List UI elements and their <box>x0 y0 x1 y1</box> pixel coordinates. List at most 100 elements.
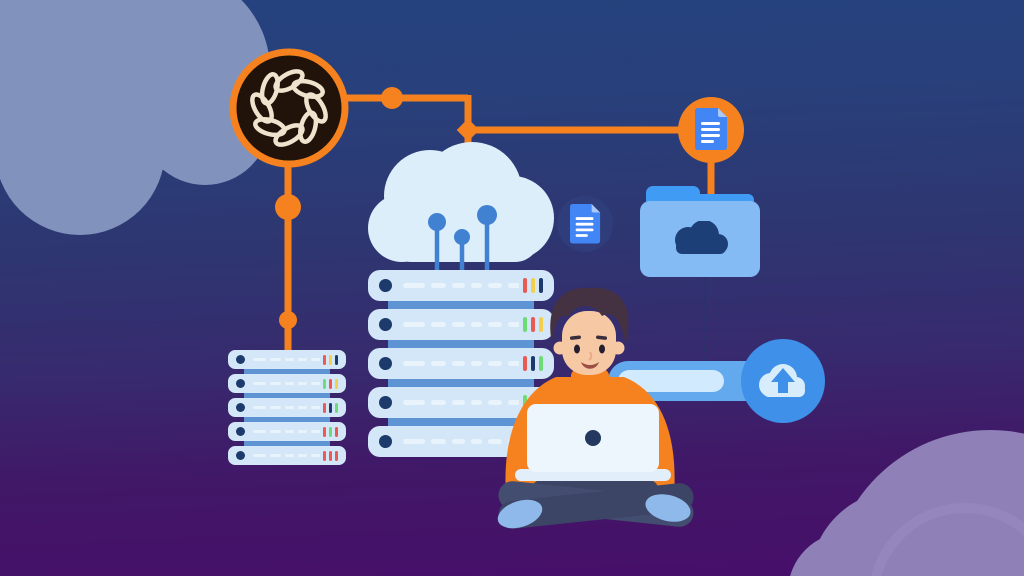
status-led-yellow <box>335 378 338 389</box>
purple-cloud-icon <box>790 430 1024 576</box>
drive-slot <box>253 429 266 434</box>
server-unit <box>228 374 346 393</box>
drive-slot <box>298 381 307 386</box>
person-eyebrows <box>569 335 608 340</box>
drive-slot <box>253 357 266 362</box>
drive-slot <box>403 361 425 366</box>
status-led-red <box>335 450 338 461</box>
person-shoe <box>645 494 691 522</box>
person-face <box>562 311 616 375</box>
drive-slot <box>253 453 266 458</box>
drive-slot <box>452 439 465 444</box>
gray-cloud-icon <box>0 0 270 235</box>
drive-slot <box>431 283 446 288</box>
drive-slot <box>471 322 482 327</box>
drive-slot <box>270 381 281 386</box>
status-led-red <box>523 278 527 293</box>
power-led <box>236 379 245 388</box>
drive-slot <box>452 400 465 405</box>
upload-button[interactable] <box>741 339 825 423</box>
drive-slots <box>403 322 519 327</box>
status-led-yellow <box>539 317 543 332</box>
drive-slot <box>311 429 320 434</box>
node-circle <box>381 87 403 109</box>
server-unit <box>228 446 346 465</box>
drive-slot <box>311 357 320 362</box>
drive-slot <box>298 429 307 434</box>
server-rack-main <box>368 270 554 457</box>
status-led-red <box>323 354 326 365</box>
drive-slot <box>431 400 446 405</box>
power-led <box>379 435 392 448</box>
drive-slot <box>285 381 294 386</box>
status-led-green <box>539 356 543 371</box>
status-led-navy <box>539 278 543 293</box>
status-led-navy <box>531 356 535 371</box>
node-circle <box>275 194 301 220</box>
drive-slot <box>488 400 502 405</box>
status-led-red <box>323 450 326 461</box>
power-led <box>379 318 392 331</box>
drive-slot <box>270 357 281 362</box>
status-led-green <box>523 395 527 410</box>
drive-slot <box>508 283 519 288</box>
status-led-red <box>523 356 527 371</box>
document-icon <box>695 108 727 150</box>
rope-knot-logo-icon <box>229 48 349 168</box>
status-led-yellow <box>329 354 332 365</box>
status-led-navy <box>335 354 338 365</box>
person-nose <box>588 351 593 361</box>
person-shoe <box>497 499 543 529</box>
connector-nodes <box>275 87 480 329</box>
person-eyes <box>574 344 605 354</box>
drive-slot <box>488 361 502 366</box>
drive-slot <box>471 439 482 444</box>
server-unit <box>228 422 346 441</box>
up-arrow-icon <box>771 368 795 393</box>
power-led <box>379 396 392 409</box>
status-leds <box>320 450 338 461</box>
drive-slot <box>311 405 320 410</box>
status-led-red <box>335 426 338 437</box>
status-leds <box>320 378 338 389</box>
status-leds <box>519 317 543 332</box>
drive-slot <box>403 400 425 405</box>
folder-cloud-icon <box>675 221 728 254</box>
drive-slot <box>270 405 281 410</box>
power-led <box>236 355 245 364</box>
drive-slots <box>253 357 320 362</box>
status-leds <box>320 354 338 365</box>
status-leds <box>320 426 338 437</box>
upload-progress-fill <box>618 370 724 392</box>
drive-slot <box>471 283 482 288</box>
circled-document <box>678 97 744 163</box>
drive-slot <box>253 381 266 386</box>
drive-slot <box>403 322 425 327</box>
drive-slot <box>508 361 519 366</box>
server-unit <box>368 309 554 340</box>
drive-slot <box>298 405 307 410</box>
drive-slots <box>403 283 519 288</box>
status-led-red <box>323 402 326 413</box>
folder-to-upload-dashed-line <box>704 274 706 362</box>
status-led-yellow <box>531 278 535 293</box>
drive-slot <box>431 439 446 444</box>
drive-slot <box>452 283 465 288</box>
status-leds <box>519 278 543 293</box>
drive-slot <box>298 357 307 362</box>
drive-slot <box>285 429 294 434</box>
drive-slot <box>471 361 482 366</box>
status-leds <box>320 402 338 413</box>
server-unit <box>368 270 554 301</box>
drive-slot <box>452 322 465 327</box>
drive-slot <box>285 357 294 362</box>
upload-cloud-icon <box>759 364 805 397</box>
power-led <box>236 451 245 460</box>
status-led-red <box>329 378 332 389</box>
power-led <box>236 403 245 412</box>
person-hair <box>550 287 629 344</box>
drive-slot <box>298 453 307 458</box>
